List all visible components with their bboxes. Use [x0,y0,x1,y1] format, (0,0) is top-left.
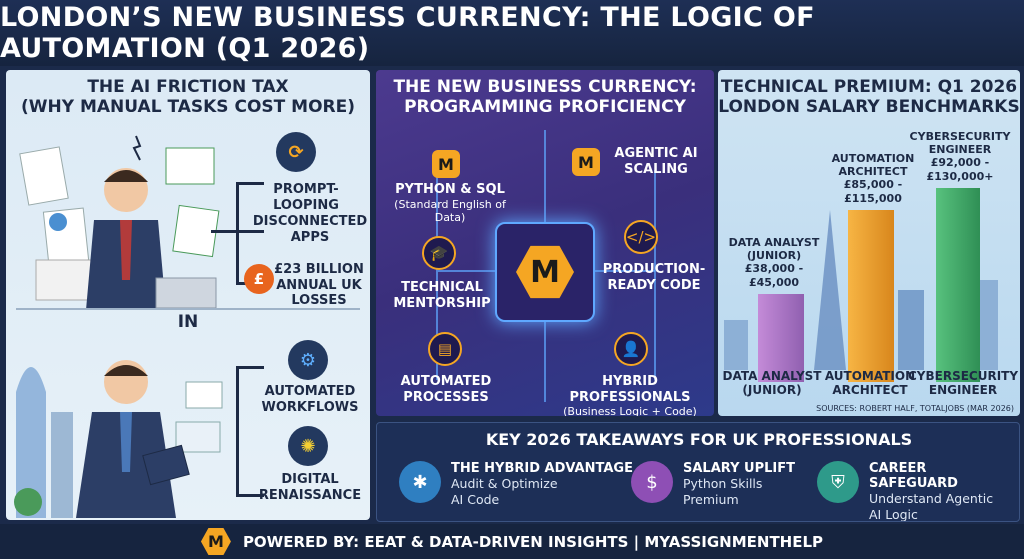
in-divider-label: IN [177,312,199,332]
automated-workflows-label: AUTOMATED WORKFLOWS [261,384,359,415]
footer-text: POWERED BY: EEAT & DATA-DRIVEN INSIGHTS … [242,532,824,551]
circuit-line [544,130,546,222]
hybrid-professionals-label: HYBRID PROFESSIONALS (Business Logic + C… [563,374,697,416]
axis-label-cybersecurity: CYBERSECURITY ENGINEER [908,369,1019,397]
connector-line [236,182,239,284]
page-title: LONDON’S NEW BUSINESS CURRENCY: THE LOGI… [0,2,815,64]
sources-note: SOURCES: ROBERT HALF, TOTALJOBS (MAR 202… [816,404,1014,413]
circuit-line [544,322,546,402]
takeaway-salary-uplift: $ SALARY UPLIFT Python Skills Premium [631,461,795,517]
arrow-to-digital-renaissance [236,494,264,497]
circuit-line [438,270,495,272]
takeaways-panel: KEY 2026 TAKEAWAYS FOR UK PROFESSIONALS … [376,422,1020,522]
salary-benchmarks-panel: TECHNICAL PREMIUM: Q1 2026 LONDON SALARY… [718,70,1020,416]
business-currency-title: THE NEW BUSINESS CURRENCY: PROGRAMMING P… [393,77,697,117]
coin-icon: $ [631,461,673,503]
arrow-to-prompt-looping [236,182,264,185]
header: LONDON’S NEW BUSINESS CURRENCY: THE LOGI… [0,0,1024,66]
arrow-to-disconnected-apps [211,230,264,233]
friction-tax-title: THE AI FRICTION TAX (WHY MANUAL TASKS CO… [20,77,355,117]
process-document-icon: ▤ [428,332,462,366]
stressed-worker-illustration [19,135,220,310]
money-bag-icon: £ [244,264,274,294]
data-analyst-salary-label: DATA ANALYST (JUNIOR) £38,000 - £45,000 [728,236,820,289]
salary-benchmarks-title: TECHNICAL PREMIUM: Q1 2026 LONDON SALARY… [718,77,1020,117]
brand-badge-icon: M [432,150,460,178]
axis-label-automation-architect: AUTOMATION ARCHITECT [824,369,916,397]
disconnected-apps-label: DISCONNECTED APPS [252,214,368,245]
central-chip: M [495,222,595,322]
automated-processes-label: AUTOMATED PROCESSES [400,374,492,405]
annual-losses-label: £23 BILLION ANNUAL UK LOSSES [274,262,364,309]
axis-label-data-analyst: DATA ANALYST (JUNIOR) [722,369,822,397]
takeaway-hybrid-advantage: ✱ THE HYBRID ADVANTAGE Audit & Optimize … [399,461,633,517]
agentic-ai-label: AGENTIC AI SCALING [614,146,698,177]
salary-bar-cybersecurity [936,188,980,382]
technical-mentorship-label: TECHNICAL MENTORSHIP [393,280,491,311]
takeaway-career-safeguard: ⛨ CAREER SAFEGUARD Understand Agentic AI… [817,461,1019,521]
business-currency-panel: THE NEW BUSINESS CURRENCY: PROGRAMMING P… [376,70,714,416]
circuit-line [654,170,656,380]
production-ready-code-label: PRODUCTION- READY CODE [602,262,706,293]
circuit-line [595,270,655,272]
circuit-line [436,170,438,380]
lightbulb-icon: ✺ [288,426,328,466]
gear-icon: ⚙ [288,340,328,380]
connector-line-lower [236,366,239,496]
refresh-icon: ⟳ [276,132,316,172]
prompt-looping-label: PROMPT-LOOPING [273,182,339,213]
brain-icon: ✱ [399,461,441,503]
friction-tax-panel: THE AI FRICTION TAX (WHY MANUAL TASKS CO… [6,70,370,520]
takeaways-title: KEY 2026 TAKEAWAYS FOR UK PROFESSIONALS [485,430,913,449]
brand-logo-icon: M [516,245,574,299]
brand-badge-icon: M [572,148,600,176]
automation-architect-salary-label: AUTOMATION ARCHITECT £85,000 - £115,000 [831,152,915,205]
professional-person-icon: 👤 [614,332,648,366]
salary-bar-automation-architect [848,210,894,382]
shield-icon: ⛨ [817,461,859,503]
footer: M POWERED BY: EEAT & DATA-DRIVEN INSIGHT… [0,524,1024,559]
arrow-to-automated-workflows [236,366,264,369]
mentor-graduate-icon: 🎓 [422,236,456,270]
divider-line [16,308,360,310]
code-window-icon: </> [624,220,658,254]
python-sql-label: PYTHON & SQL (Standard English of Data) [394,182,506,224]
salary-bar-data-analyst [758,294,804,382]
cybersecurity-salary-label: CYBERSECURITY ENGINEER £92,000 - £130,00… [909,130,1011,183]
automated-worker-illustration [14,360,223,518]
footer-logo-icon: M [200,528,231,555]
digital-renaissance-label: DIGITAL RENAISSANCE [258,472,362,503]
